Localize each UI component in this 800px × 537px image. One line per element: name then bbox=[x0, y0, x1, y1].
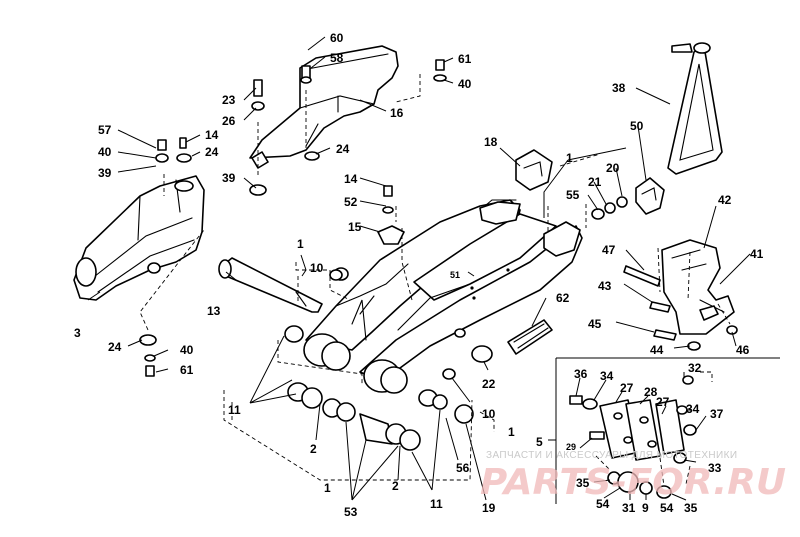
adjuster-block-18 bbox=[515, 149, 553, 191]
callout-31: 31 bbox=[622, 501, 636, 515]
callout-10: 10 bbox=[482, 407, 496, 421]
callout-56: 56 bbox=[456, 461, 470, 475]
callout-40: 40 bbox=[458, 77, 472, 91]
callout-1: 1 bbox=[508, 425, 515, 439]
callout-18: 18 bbox=[484, 135, 498, 149]
callout-43: 43 bbox=[598, 279, 612, 293]
callout-39: 39 bbox=[222, 171, 236, 185]
callout-22: 22 bbox=[482, 377, 496, 391]
callout-34: 34 bbox=[600, 369, 614, 383]
pivot-shaft bbox=[218, 257, 323, 313]
cap-22 bbox=[471, 345, 493, 363]
callout-9: 9 bbox=[642, 501, 649, 515]
callout-35: 35 bbox=[576, 476, 590, 490]
callout-57: 57 bbox=[98, 123, 112, 137]
callout-24: 24 bbox=[336, 142, 350, 156]
callouts: 60 58 61 40 23 26 16 57 14 40 24 39 24 3… bbox=[74, 31, 764, 519]
callout-42: 42 bbox=[718, 193, 732, 207]
callout-14: 14 bbox=[344, 172, 358, 186]
callout-21: 21 bbox=[588, 175, 602, 189]
chain-slider bbox=[73, 175, 205, 301]
callout-28: 28 bbox=[644, 385, 658, 399]
callout-1: 1 bbox=[566, 151, 573, 165]
callout-24: 24 bbox=[108, 340, 122, 354]
callout-44: 44 bbox=[650, 343, 664, 357]
callout-32: 32 bbox=[688, 361, 702, 375]
callout-54: 54 bbox=[660, 501, 674, 515]
callout-61: 61 bbox=[458, 52, 472, 66]
callout-3: 3 bbox=[74, 326, 81, 340]
callout-47: 47 bbox=[602, 243, 616, 257]
callout-51: 51 bbox=[450, 270, 460, 280]
callout-50: 50 bbox=[630, 119, 644, 133]
watermark-brand: PARTS-FOR.RU bbox=[480, 462, 786, 503]
callout-58: 58 bbox=[330, 51, 344, 65]
chain-guard bbox=[249, 45, 399, 169]
callout-62: 62 bbox=[556, 291, 570, 305]
callout-33: 33 bbox=[708, 461, 722, 475]
callout-10: 10 bbox=[310, 261, 324, 275]
callout-1: 1 bbox=[297, 237, 304, 251]
adjuster-block-50 bbox=[635, 177, 665, 215]
callout-15: 15 bbox=[348, 220, 362, 234]
callout-1: 1 bbox=[324, 481, 331, 495]
callout-40: 40 bbox=[180, 343, 194, 357]
group-brackets bbox=[139, 74, 780, 504]
callout-54: 54 bbox=[596, 497, 610, 511]
callout-13: 13 bbox=[207, 304, 221, 318]
callout-41: 41 bbox=[750, 247, 764, 261]
callout-14: 14 bbox=[205, 128, 219, 142]
callout-34: 34 bbox=[686, 402, 700, 416]
callout-20: 20 bbox=[606, 161, 620, 175]
callout-2: 2 bbox=[392, 479, 399, 493]
callout-53: 53 bbox=[344, 505, 358, 519]
callout-36: 36 bbox=[574, 367, 588, 381]
callout-39: 39 bbox=[98, 166, 112, 180]
swingarm bbox=[303, 199, 583, 394]
callout-29: 29 bbox=[566, 442, 576, 452]
callout-38: 38 bbox=[612, 81, 626, 95]
stand-38 bbox=[667, 42, 723, 175]
callout-61: 61 bbox=[180, 363, 194, 377]
callout-11: 11 bbox=[228, 403, 241, 417]
callout-35: 35 bbox=[684, 501, 698, 515]
callout-2: 2 bbox=[310, 442, 317, 456]
bearing-set bbox=[284, 267, 474, 451]
callout-60: 60 bbox=[330, 31, 344, 45]
callout-23: 23 bbox=[222, 93, 236, 107]
callout-46: 46 bbox=[736, 343, 750, 357]
hardware bbox=[139, 59, 738, 377]
callout-45: 45 bbox=[588, 317, 602, 331]
callout-19: 19 bbox=[482, 501, 496, 515]
callout-55: 55 bbox=[566, 188, 580, 202]
leader-lines bbox=[87, 36, 751, 501]
callout-37: 37 bbox=[710, 407, 724, 421]
callout-26: 26 bbox=[222, 114, 236, 128]
callout-27: 27 bbox=[620, 381, 634, 395]
bracket-41-42 bbox=[661, 239, 735, 335]
callout-16: 16 bbox=[390, 106, 404, 120]
plate-62 bbox=[507, 319, 553, 355]
watermark-tagline: ЗАПЧАСТИ И АКСЕССУАРЫ ДЛЯ МОТОТЕХНИКИ bbox=[486, 450, 737, 461]
callout-52: 52 bbox=[344, 195, 358, 209]
callout-11: 11 bbox=[430, 497, 443, 511]
callout-24: 24 bbox=[205, 145, 219, 159]
callout-5: 5 bbox=[536, 435, 543, 449]
callout-27: 27 bbox=[656, 395, 670, 409]
callout-40: 40 bbox=[98, 145, 112, 159]
